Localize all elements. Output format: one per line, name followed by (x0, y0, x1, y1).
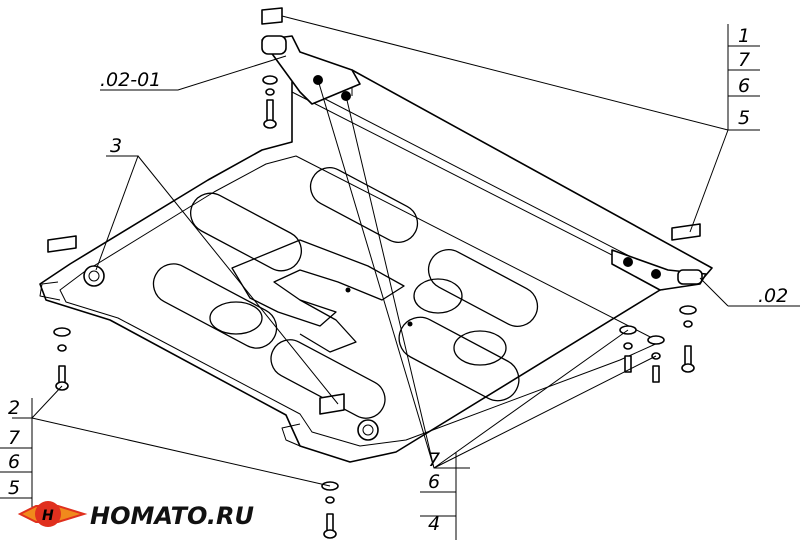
stack-bottom-center-3: 4 (428, 513, 440, 535)
skid-plate (39, 69, 713, 463)
stack-top-right: 1 7 6 5 (727, 24, 760, 130)
bracket-02 (611, 249, 707, 291)
stack-top-right-4: 5 (738, 107, 750, 129)
label-part-02-01: .02-01 (100, 69, 161, 91)
label-part-02: .02 (758, 285, 788, 307)
bracket-02-01 (261, 35, 361, 105)
stack-bottom-left-2: 7 (8, 427, 20, 449)
logo-emblem-icon (35, 501, 61, 527)
stack-bottom-left-1: 2 (8, 397, 20, 419)
clip-nut (47, 7, 701, 415)
stack-bottom-left-3: 6 (8, 451, 20, 473)
stack-bottom-left-4: 5 (8, 477, 20, 499)
stack-bottom-left: 2 7 6 5 (0, 397, 33, 512)
fastener-set (53, 75, 697, 539)
stack-bottom-center: 7 6 4 (420, 449, 457, 540)
stack-top-right-1: 1 (738, 25, 750, 47)
logo-text: HOMATO.RU (90, 502, 254, 530)
stack-bottom-center-1: 7 (428, 449, 440, 471)
homato-logo: H HOMATO.RU (17, 501, 254, 530)
callout-labels: .02-01 .02 3 (100, 69, 788, 307)
stack-top-right-2: 7 (738, 49, 750, 71)
stack-top-right-3: 6 (738, 75, 750, 97)
stack-bottom-center-2: 6 (428, 471, 440, 493)
label-part-3: 3 (110, 135, 122, 157)
svg-text:H: H (42, 508, 54, 524)
